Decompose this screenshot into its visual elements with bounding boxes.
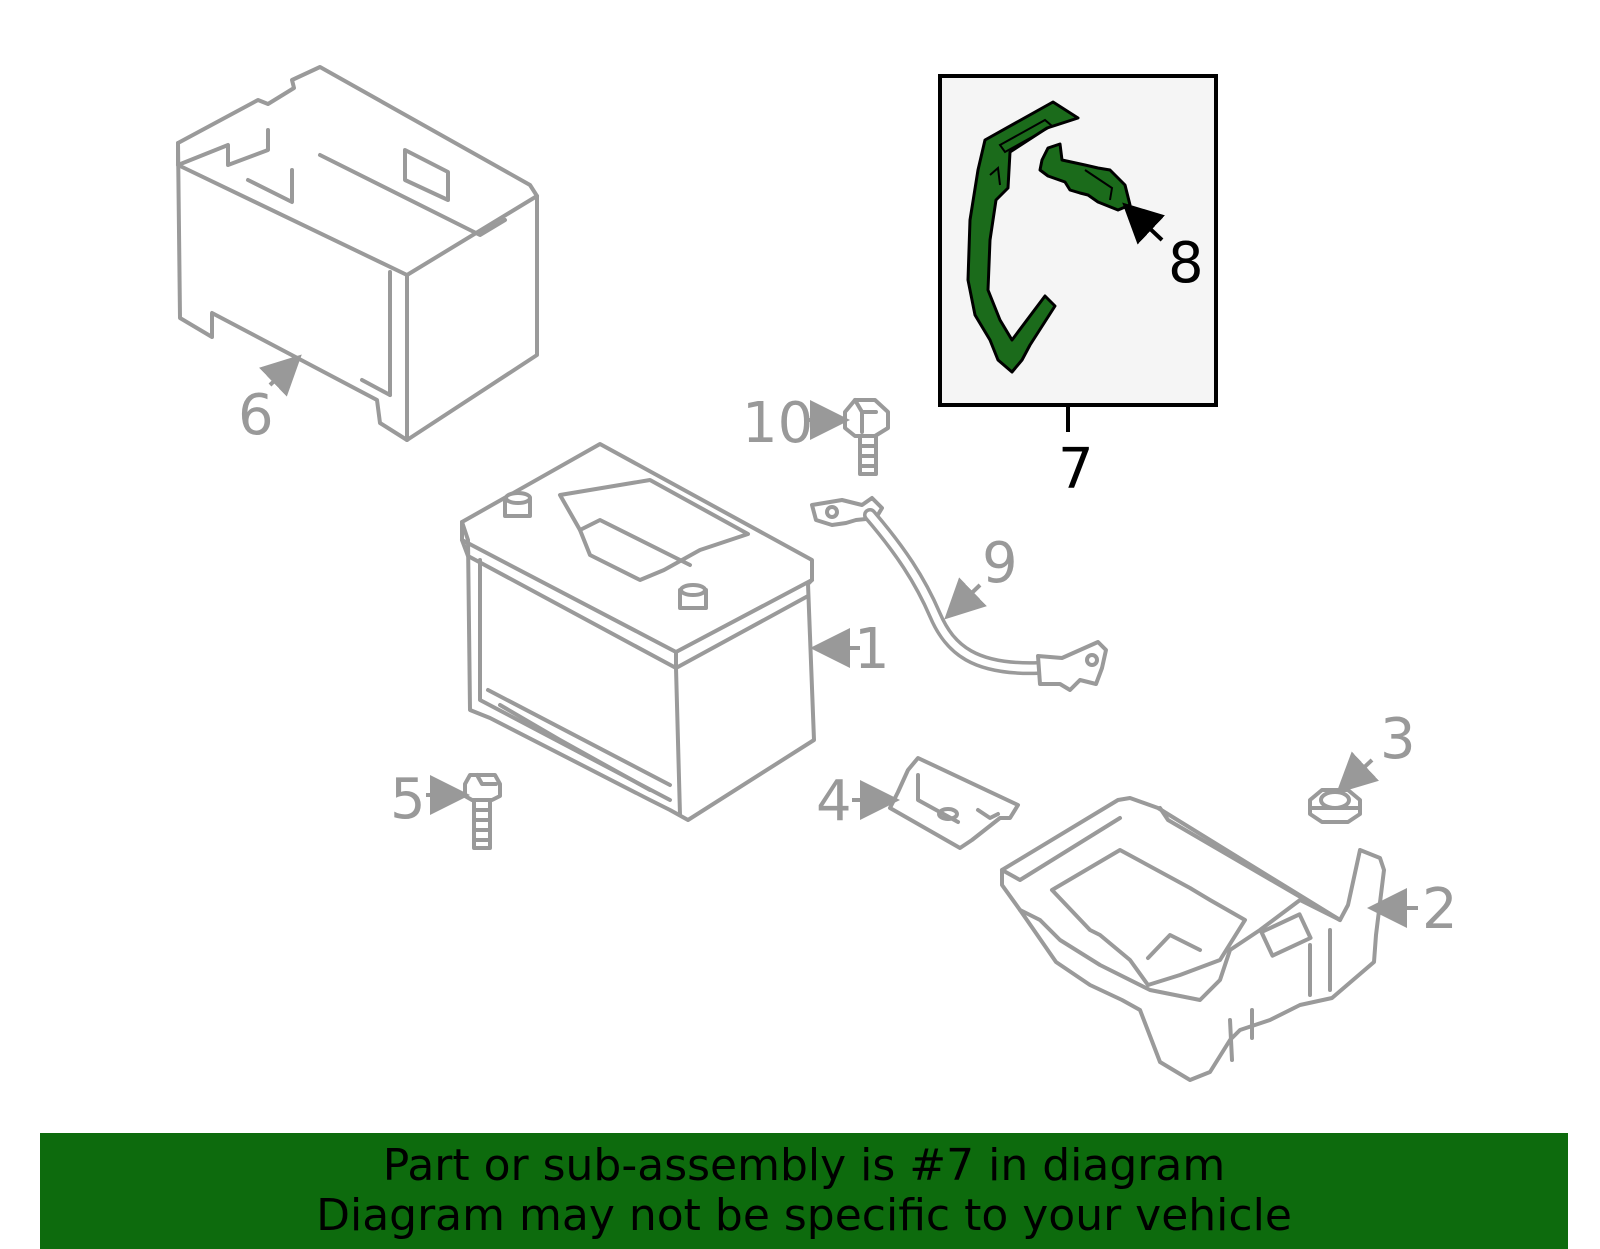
callout-7: 7 <box>1058 437 1094 502</box>
callout-leaders <box>259 202 1418 928</box>
battery-cable-part-9[interactable] <box>810 496 1108 692</box>
part-7-highlight-box[interactable] <box>938 74 1218 407</box>
callout-4: 4 <box>816 769 852 834</box>
banner-line-2: Diagram may not be specific to your vehi… <box>316 1190 1292 1241</box>
banner-line-1: Part or sub-assembly is #7 in diagram <box>382 1140 1226 1191</box>
bolt-part-5[interactable] <box>463 773 502 850</box>
callout-3: 3 <box>1380 707 1416 772</box>
callout-5: 5 <box>390 767 426 832</box>
callout-9: 9 <box>982 531 1018 596</box>
callout-1: 1 <box>854 617 890 682</box>
info-banner: Part or sub-assembly is #7 in diagram Di… <box>40 1133 1568 1249</box>
callout-10: 10 <box>742 391 813 456</box>
bolt-part-10[interactable] <box>843 398 890 476</box>
hold-down-clamp-part-4[interactable] <box>888 756 1020 850</box>
battery-insulator-part-6[interactable] <box>176 65 539 442</box>
callout-8: 8 <box>1168 231 1204 296</box>
battery-part-1[interactable] <box>460 442 816 822</box>
callout-labels: 6 10 1 9 3 2 4 5 8 7 <box>238 231 1458 942</box>
callout-2: 2 <box>1422 877 1458 942</box>
callout-6: 6 <box>238 383 274 448</box>
nut-part-3[interactable] <box>1308 788 1362 824</box>
battery-tray-part-2[interactable] <box>1000 796 1386 1082</box>
